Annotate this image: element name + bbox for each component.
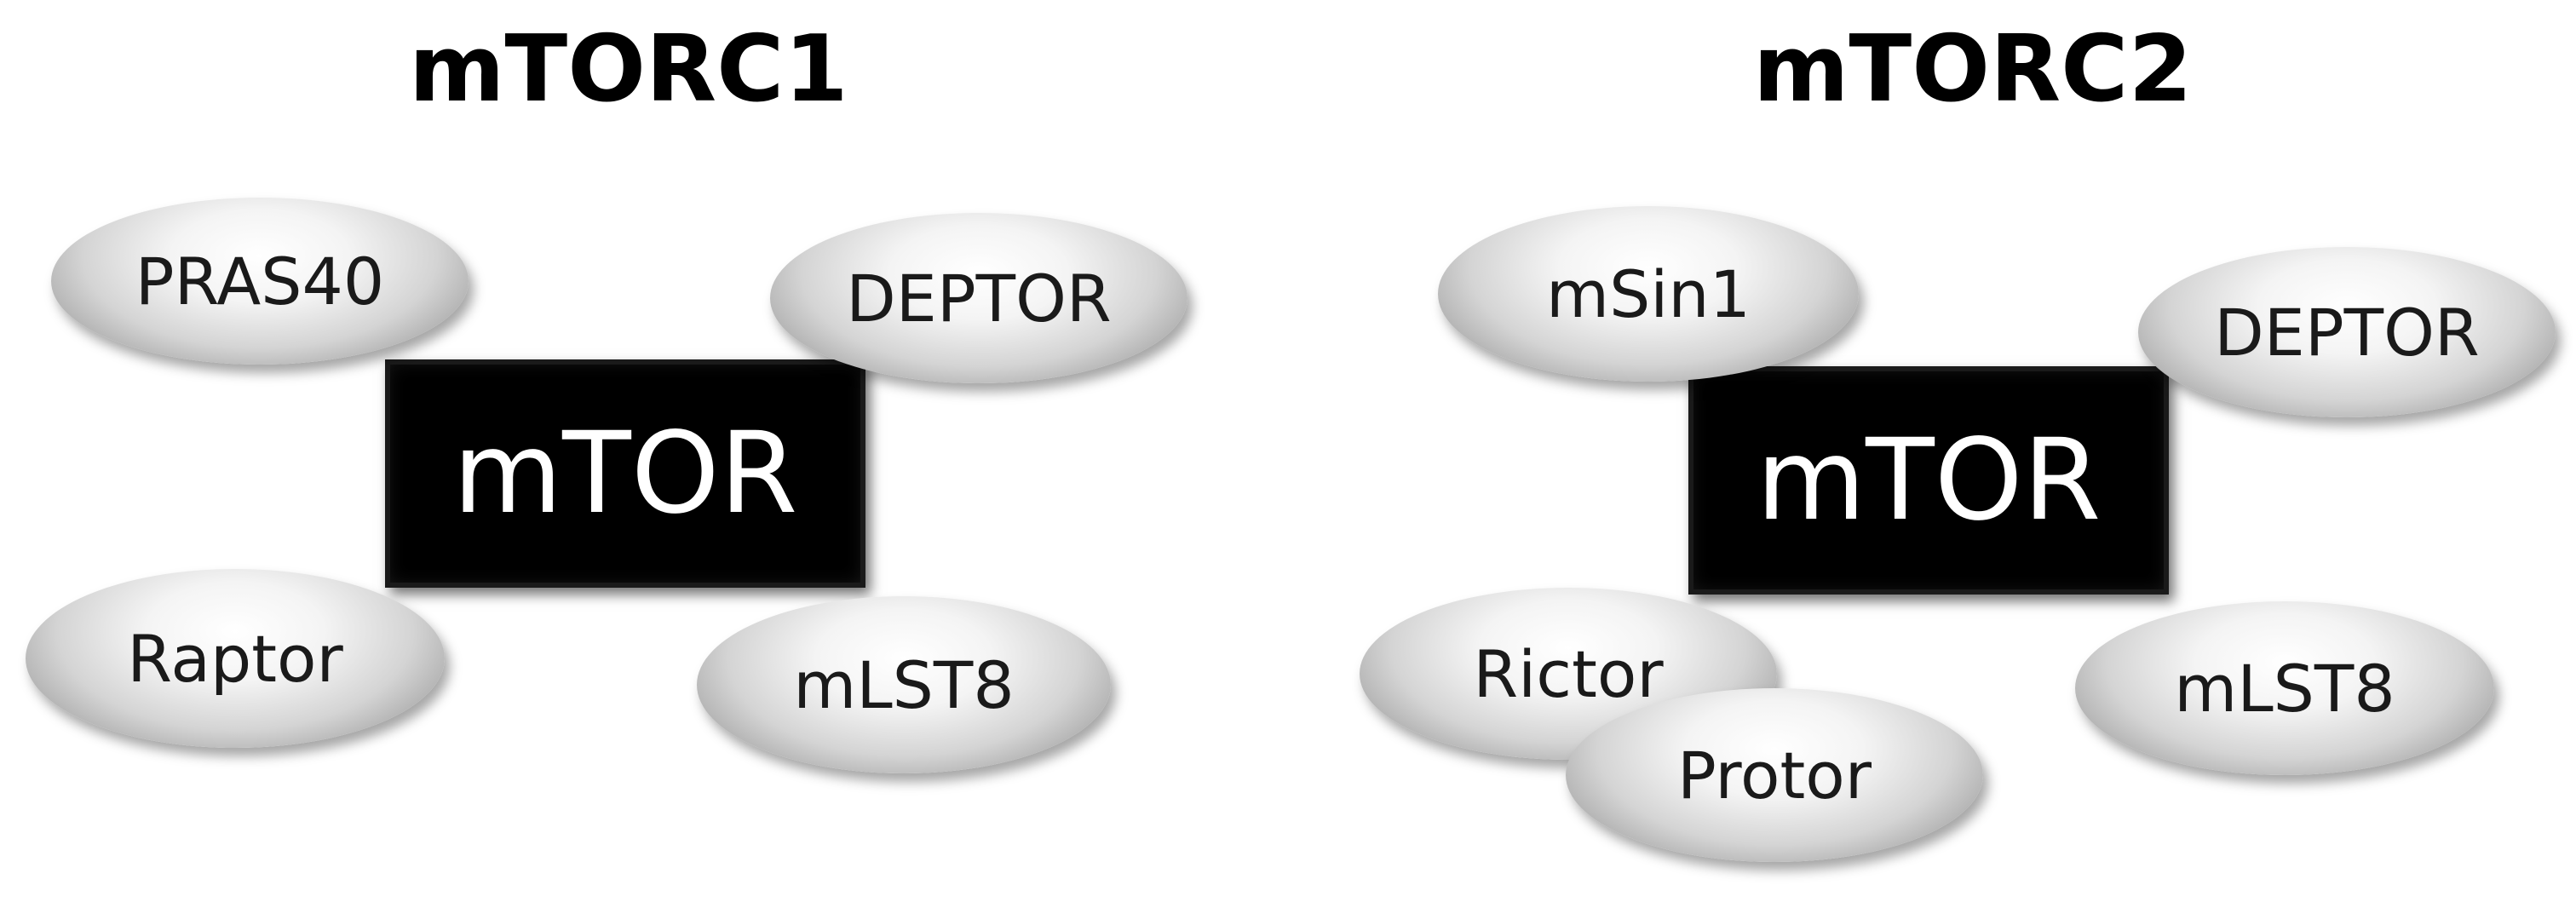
- mtorc2-mtor-core: mTOR: [1688, 366, 2169, 595]
- mtorc2-protor-oval: Protor: [1566, 688, 1983, 862]
- mtorc2-msin1-oval: mSin1: [1438, 206, 1859, 382]
- mtorc1-raptor-oval: Raptor: [26, 569, 445, 748]
- mtorc2-title: mTORC2: [1753, 16, 2193, 123]
- mtorc1-pras40-oval: PRAS40: [51, 198, 469, 365]
- mtorc2-deptor-oval: DEPTOR: [2138, 247, 2556, 417]
- mtorc1-mtor-core: mTOR: [385, 359, 865, 588]
- mtorc1-deptor-oval: DEPTOR: [770, 213, 1187, 383]
- mtorc2-mlst8-oval: mLST8: [2075, 601, 2494, 775]
- mtorc1-title: mTORC1: [409, 16, 848, 123]
- mtorc2-rictor-oval: Rictor: [1360, 588, 1777, 760]
- mtorc1-mlst8-oval: mLST8: [697, 596, 1111, 773]
